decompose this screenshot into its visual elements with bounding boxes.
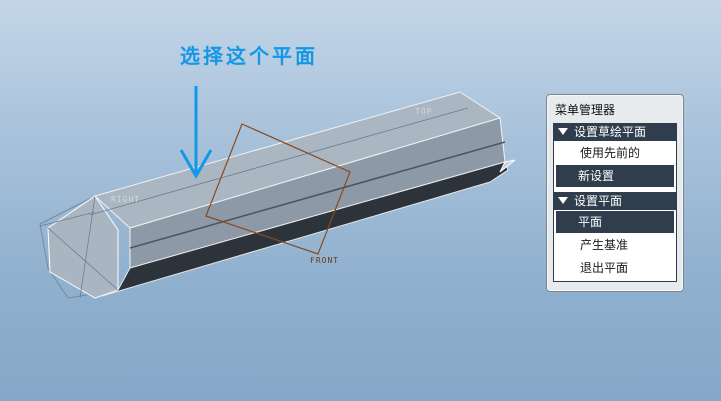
datum-label-top: TOP bbox=[415, 107, 433, 116]
datum-label-front: FRONT bbox=[310, 256, 340, 265]
end-face[interactable] bbox=[47, 195, 119, 299]
datum-label-right: RIGHT bbox=[111, 195, 141, 204]
sketch-setup-group: 设置草绘平面 使用先前的 新设置 bbox=[553, 123, 677, 193]
triangle-down-icon[interactable] bbox=[558, 128, 568, 135]
top-datum-line-left bbox=[39, 211, 96, 227]
menu-item-plane[interactable]: 平面 bbox=[556, 211, 674, 233]
sketch-setup-header-label: 设置草绘平面 bbox=[574, 125, 647, 139]
top-datum-line bbox=[89, 107, 469, 216]
triangle-down-icon[interactable] bbox=[558, 197, 568, 204]
front-datum-line bbox=[129, 141, 506, 249]
plane-setup-group: 设置平面 平面 产生基准 退出平面 bbox=[553, 192, 677, 282]
far-end-edge bbox=[499, 159, 516, 173]
bottom-face[interactable] bbox=[101, 161, 509, 297]
right-datum-line bbox=[47, 227, 119, 291]
menu-item-use-previous[interactable]: 使用先前的 bbox=[580, 146, 641, 160]
menu-manager-panel: 菜单管理器 设置草绘平面 使用先前的 新设置 设置平面 平面 产生基准 退出平面 bbox=[546, 94, 684, 292]
menu-manager-title: 菜单管理器 bbox=[555, 103, 616, 117]
menu-item-quit-plane[interactable]: 退出平面 bbox=[580, 261, 629, 275]
sketch-setup-header[interactable]: 设置草绘平面 bbox=[554, 124, 676, 141]
plane-setup-header[interactable]: 设置平面 bbox=[554, 193, 676, 210]
front-datum-plane[interactable] bbox=[205, 123, 351, 255]
annotation-text: 选择这个平面 bbox=[180, 44, 318, 68]
arrow-head bbox=[179, 149, 213, 180]
menu-item-new-setup[interactable]: 新设置 bbox=[556, 165, 674, 187]
plane-setup-header-label: 设置平面 bbox=[574, 194, 623, 208]
menu-item-create-datum[interactable]: 产生基准 bbox=[580, 238, 629, 252]
